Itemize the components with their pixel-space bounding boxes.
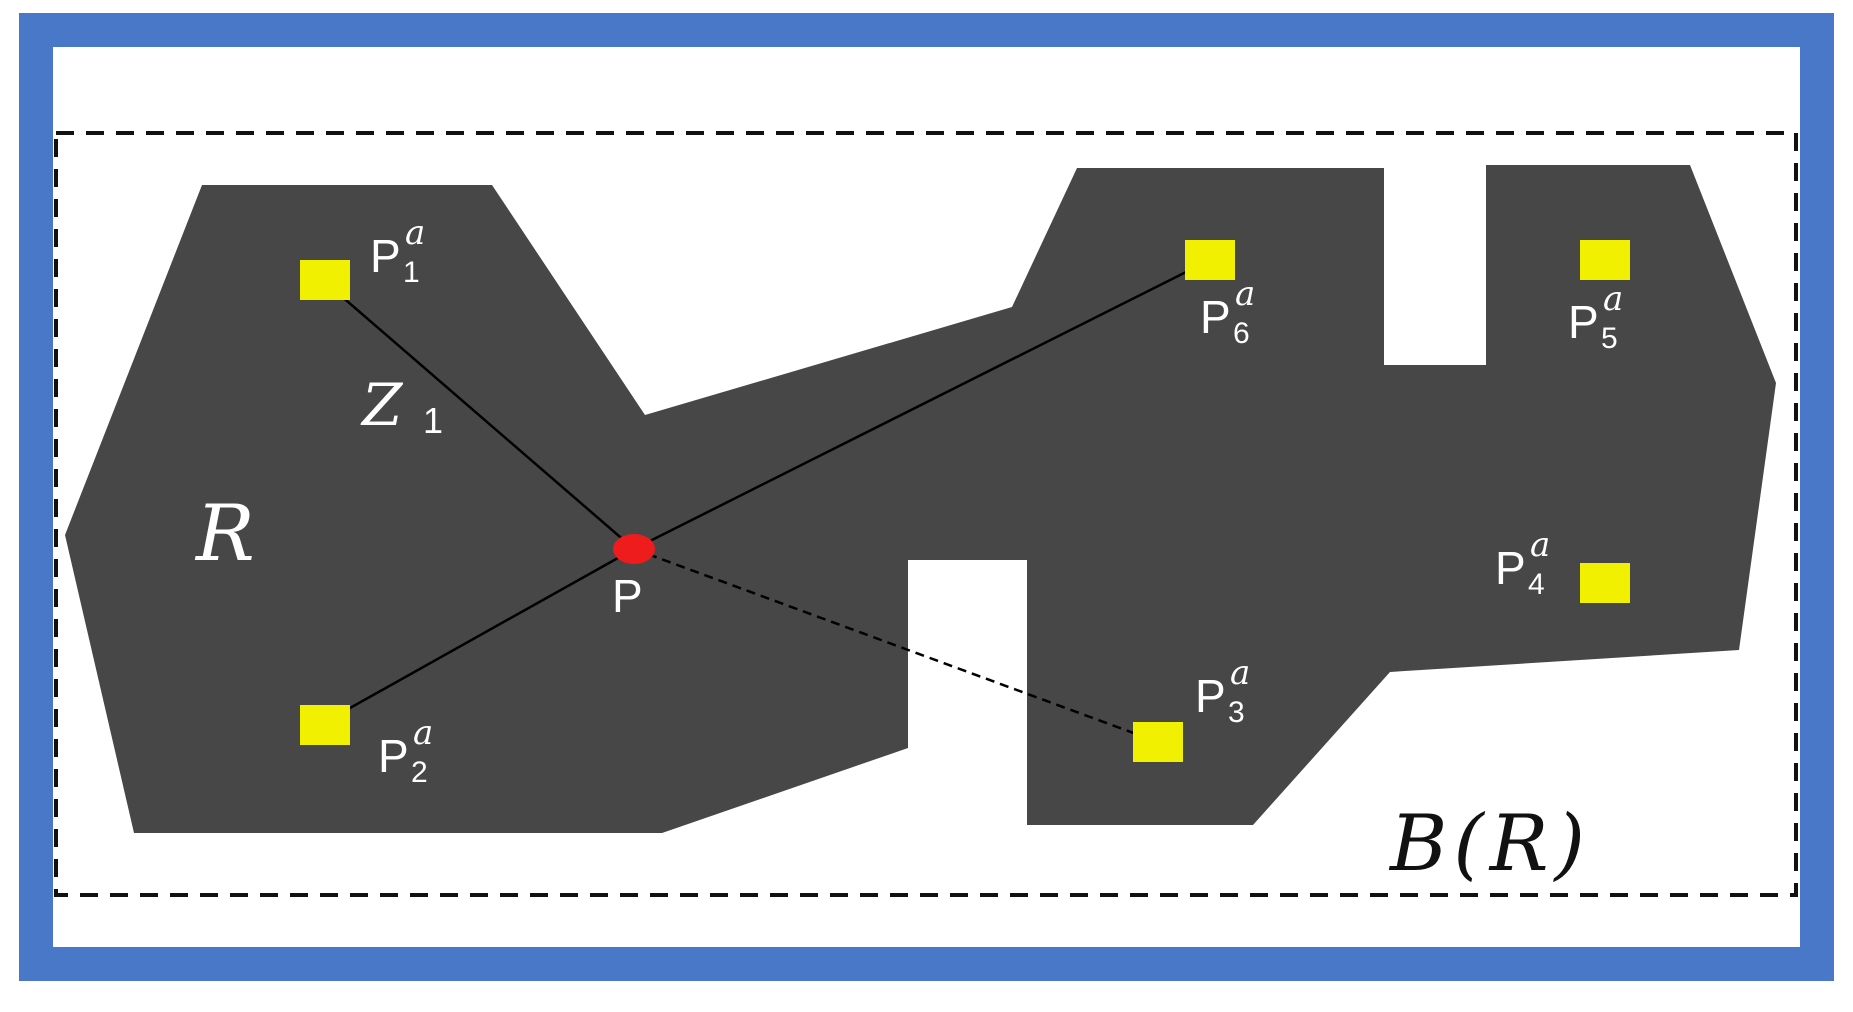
- distance-label-z: Z: [360, 371, 404, 439]
- label-p5-base: P: [1568, 296, 1599, 348]
- label-p1-sub: 1: [403, 256, 420, 289]
- distance-label-sub: 1: [423, 400, 443, 441]
- label-p4-base: P: [1495, 542, 1526, 594]
- outer-frame: [19, 13, 1834, 981]
- line-p-to-p6: [633, 258, 1211, 551]
- label-p6-sub: 6: [1233, 317, 1250, 350]
- label-p2-sup: a: [413, 713, 433, 753]
- label-p3-sub: 3: [1228, 696, 1245, 729]
- bounding-box-label: B(R): [1388, 799, 1591, 889]
- label-p6: P 6 a: [1200, 274, 1255, 350]
- line-p-to-p3: [633, 547, 1159, 744]
- label-p3-base: P: [1195, 670, 1226, 722]
- point-marker-p1: [300, 260, 350, 300]
- label-p4-sup: a: [1530, 525, 1550, 565]
- label-p4: P 4 a: [1495, 525, 1550, 601]
- label-p5-sub: 5: [1601, 322, 1618, 355]
- label-p1-sup: a: [405, 213, 425, 253]
- point-marker-p2: [300, 705, 350, 745]
- point-marker-p4: [1580, 563, 1630, 603]
- label-p2-sub: 2: [411, 756, 428, 789]
- bounding-box: [54, 131, 1798, 897]
- label-p6-base: P: [1200, 291, 1231, 343]
- line-p-to-p2: [324, 547, 635, 724]
- label-p1-base: P: [370, 230, 401, 282]
- point-marker-p6: [1185, 240, 1235, 280]
- region-polygon: [65, 165, 1776, 833]
- label-p3-sup: a: [1230, 653, 1250, 693]
- label-p2: P 2 a: [378, 713, 433, 789]
- point-marker-p3: [1133, 722, 1183, 762]
- label-p5-sup: a: [1603, 279, 1623, 319]
- region-label: R: [194, 489, 255, 579]
- label-p2-base: P: [378, 730, 409, 782]
- center-point: [613, 534, 655, 564]
- label-p6-sup: a: [1235, 274, 1255, 314]
- distance-label: Z 1: [360, 371, 443, 441]
- label-p5: P 5 a: [1568, 279, 1623, 355]
- point-marker-p5: [1580, 240, 1630, 280]
- label-p4-sub: 4: [1528, 568, 1545, 601]
- center-label: P: [612, 570, 643, 622]
- label-p1: P 1 a: [370, 213, 425, 289]
- label-p3: P 3 a: [1195, 653, 1250, 729]
- line-p-to-p1: [324, 281, 635, 550]
